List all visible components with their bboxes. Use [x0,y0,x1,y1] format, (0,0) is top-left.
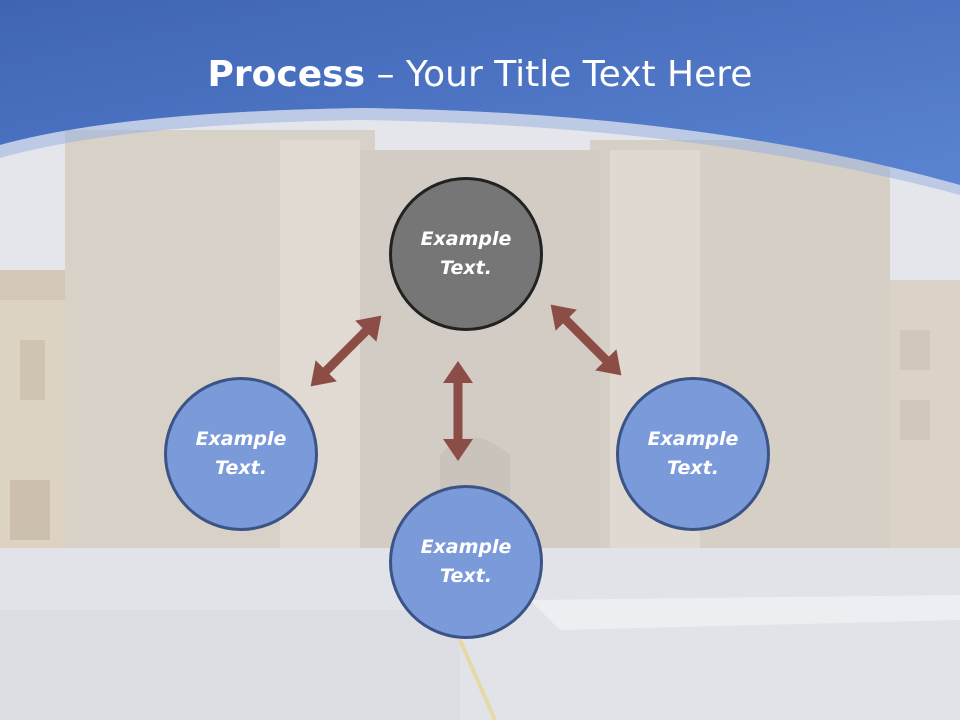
node-text-line2: Text. [667,457,719,479]
node-text-line1: Example [647,428,739,450]
title-bold: Process [207,54,366,95]
slide-title: Process – Your Title Text Here [0,52,960,98]
right-node: Example Text. [616,377,770,531]
arrow-vertical [443,361,473,461]
arrow-top-left [310,315,382,387]
node-text-line2: Text. [215,457,267,479]
center-node: Example Text. [389,177,543,331]
node-text-line2: Text. [440,257,492,279]
left-node: Example Text. [164,377,318,531]
node-text-line1: Example [420,228,512,250]
node-text-line1: Example [420,536,512,558]
arrow-top-right [550,304,622,376]
title-rest: – Your Title Text Here [365,54,753,95]
node-text-line2: Text. [440,565,492,587]
node-text-line1: Example [195,428,287,450]
bottom-node: Example Text. [389,485,543,639]
